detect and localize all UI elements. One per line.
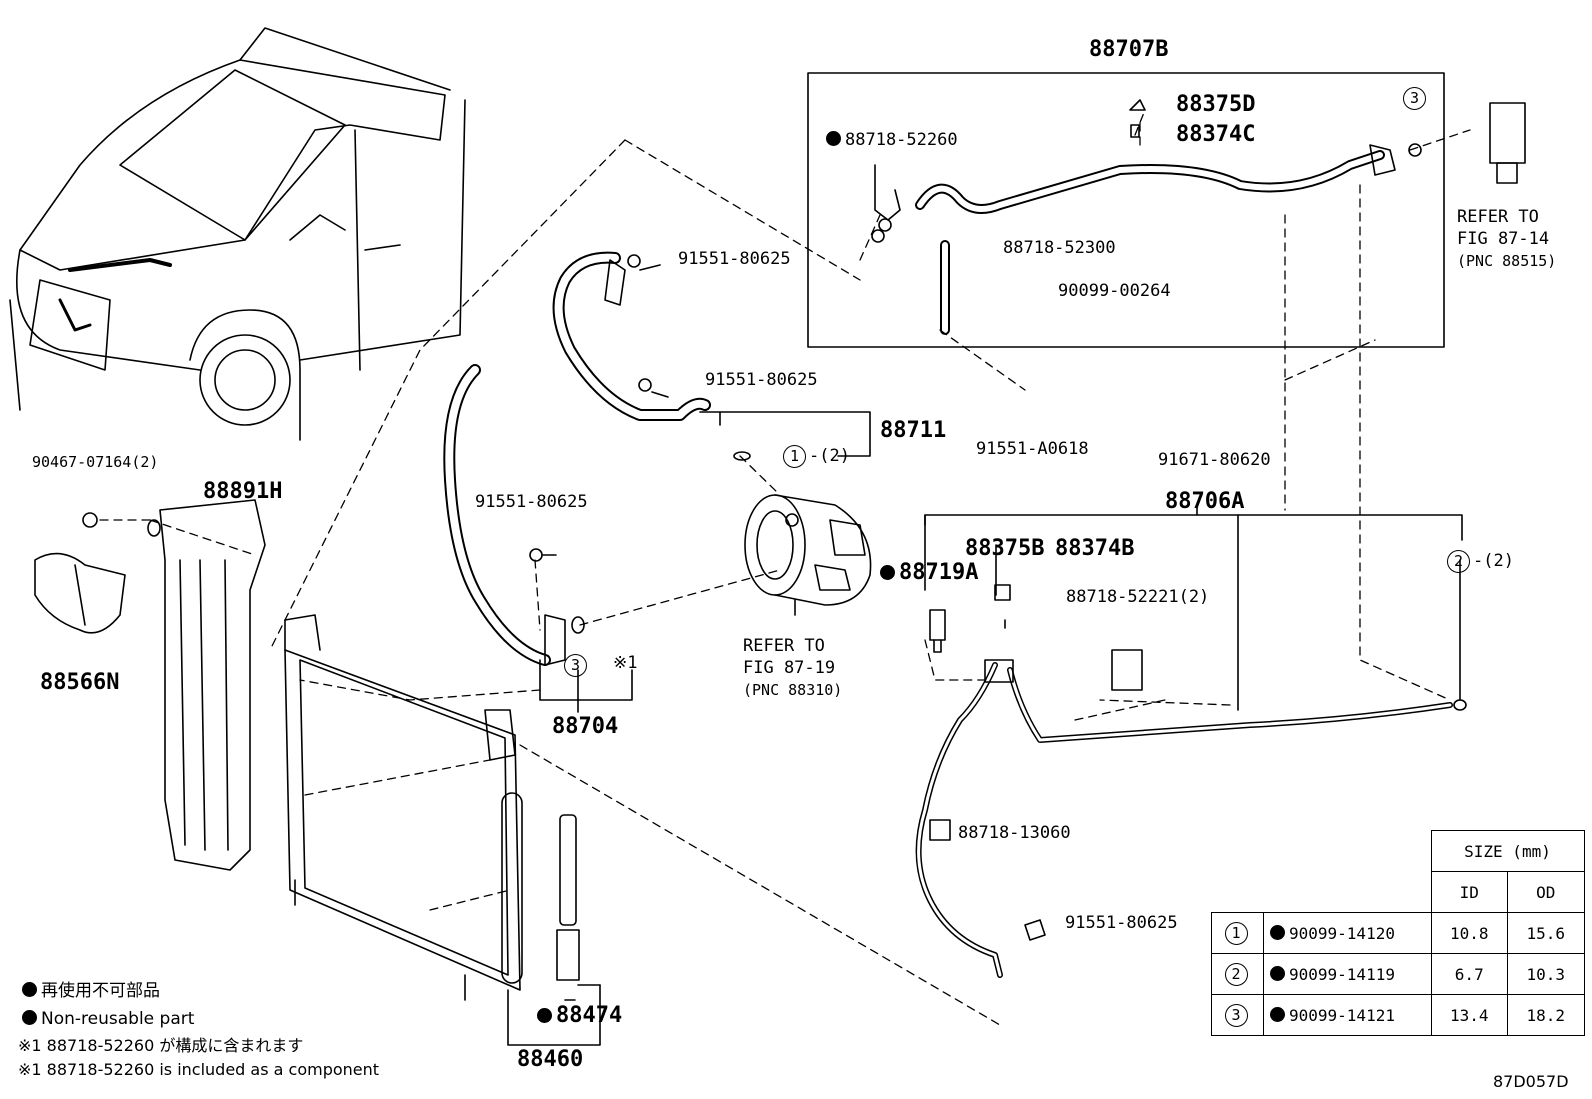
id-cell: 10.8 <box>1430 912 1508 954</box>
nonreusable-dot-icon <box>1270 1006 1285 1022</box>
label-88566N: 88566N <box>40 670 120 695</box>
ref-circle-2-icon: 2 <box>1224 962 1248 986</box>
ref-circle-1-icon: 1 <box>783 445 806 468</box>
label-91551-80625-c: 91551-80625 <box>475 492 588 512</box>
label-88718-13060: 88718-13060 <box>958 823 1071 843</box>
label-88374C: 88374C <box>1176 122 1256 147</box>
size-table: SIZE (mm) ID OD 1 90099-14120 10.8 15.6 … <box>1211 830 1585 1036</box>
refer-fig-87-19-line2: FIG 87-19 <box>743 658 836 678</box>
label-88711: 88711 <box>880 418 947 443</box>
label-88375B: 88375B <box>965 536 1045 561</box>
legend-en-nonreusable: Non-reusable part <box>22 1010 194 1028</box>
legend-jp-nonreusable: 再使用不可部品 <box>22 982 160 1000</box>
ref-circle-2-icon: 2 <box>1447 550 1470 573</box>
label-88704: 88704 <box>552 714 619 739</box>
ref-circle-3-top: 3 <box>1403 87 1429 110</box>
label-91551-80625-b: 91551-80625 <box>705 370 818 390</box>
vehicle-illustration <box>9 27 466 441</box>
ref-circle-3-icon: 3 <box>1224 1003 1248 1027</box>
label-91551-A0618: 91551-A0618 <box>976 439 1089 459</box>
nonreusable-dot-icon <box>1270 965 1285 981</box>
id-cell: 6.7 <box>1430 953 1508 995</box>
id-cell: 13.4 <box>1430 994 1508 1036</box>
label-88707B: 88707B <box>1089 37 1169 62</box>
label-88374B: 88374B <box>1055 536 1135 561</box>
legend-jp-note: ※1 88718-52260 が構成に含まれます <box>18 1036 304 1055</box>
ref-circle-2: 2-(2) <box>1447 550 1514 573</box>
label-88706A: 88706A <box>1165 489 1245 514</box>
part-cell: 90099-14121 <box>1263 994 1432 1036</box>
nonreusable-dot-icon <box>1270 924 1285 940</box>
table-row: 2 90099-14119 6.7 10.3 <box>1211 953 1585 995</box>
ref-circle-1-icon: 1 <box>1224 921 1248 945</box>
label-91551-80625-a: 91551-80625 <box>678 249 791 269</box>
legend-en-note: ※1 88718-52260 is included as a componen… <box>18 1060 380 1079</box>
refer-fig-87-19-line3: (PNC 88310) <box>743 681 843 699</box>
label-88719A: 88719A <box>880 562 978 584</box>
nonreusable-dot-icon <box>826 131 841 146</box>
label-88718-52300: 88718-52300 <box>1003 238 1116 258</box>
condenser-illustration <box>284 614 521 1001</box>
88707B-assembly-box <box>807 72 1445 348</box>
nonreusable-dot-icon <box>537 1008 552 1023</box>
od-cell: 15.6 <box>1507 912 1585 954</box>
col-od-header: OD <box>1507 871 1585 913</box>
label-88718-52260: 88718-52260 <box>826 131 958 149</box>
label-90099-00264: 90099-00264 <box>1058 281 1171 301</box>
nonreusable-dot-icon <box>880 565 895 580</box>
size-table-subheader-row: ID OD <box>1212 871 1585 913</box>
label-91671-80620: 91671-80620 <box>1158 450 1271 470</box>
nonreusable-dot-icon <box>22 982 37 997</box>
part-cell: 90099-14119 <box>1263 953 1432 995</box>
ref-circle-3-icon: 3 <box>564 654 587 677</box>
od-cell: 18.2 <box>1507 994 1585 1036</box>
table-row: 3 90099-14121 13.4 18.2 <box>1211 994 1585 1036</box>
refer-fig-87-14-line3: (PNC 88515) <box>1457 252 1557 270</box>
nonreusable-dot-icon <box>22 1010 37 1025</box>
label-88460: 88460 <box>517 1047 584 1072</box>
ref-circle-3-bottom: 3 <box>564 654 590 677</box>
label-88375D: 88375D <box>1176 92 1256 117</box>
size-table-header-row: SIZE (mm) <box>1212 830 1585 872</box>
refer-fig-87-19-line1: REFER TO <box>743 636 825 656</box>
label-88711-ref: 1-(2) <box>783 445 850 468</box>
asterisk-note-ref: ※1 <box>613 653 638 673</box>
table-row: 1 90099-14120 10.8 15.6 <box>1211 912 1585 954</box>
od-cell: 10.3 <box>1507 953 1585 995</box>
col-id-header: ID <box>1430 871 1508 913</box>
figure-code: 87D057D <box>1493 1072 1569 1091</box>
label-88718-52221: 88718-52221(2) <box>1066 587 1210 607</box>
part-cell: 90099-14120 <box>1263 912 1432 954</box>
refer-fig-87-14-line1: REFER TO <box>1457 207 1539 227</box>
ref-circle-3-icon: 3 <box>1403 87 1426 110</box>
label-90467-07164: 90467-07164(2) <box>32 453 159 471</box>
label-91551-80625-d: 91551-80625 <box>1065 913 1178 933</box>
label-88891H: 88891H <box>203 479 283 504</box>
label-88474: 88474 <box>537 1005 622 1027</box>
size-header: SIZE (mm) <box>1430 830 1585 872</box>
refer-fig-87-14-line2: FIG 87-14 <box>1457 229 1550 249</box>
compressor-illustration <box>744 494 872 616</box>
